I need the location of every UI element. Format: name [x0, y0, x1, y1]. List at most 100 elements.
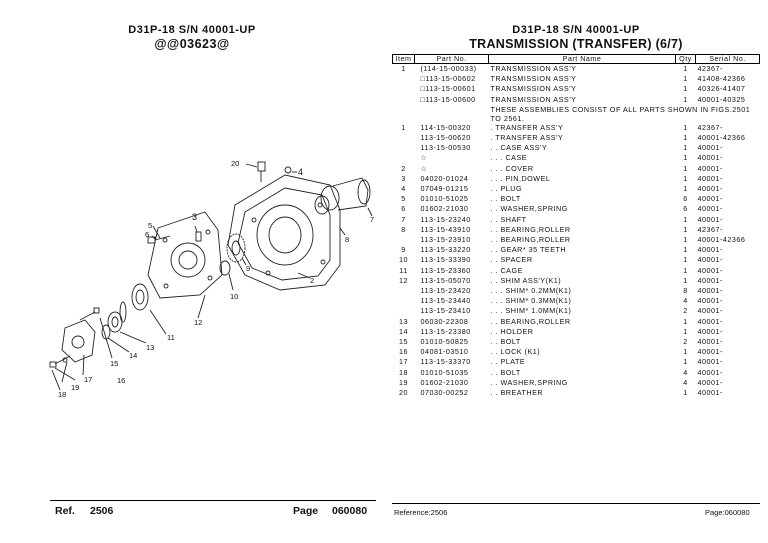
header-part-name: Part Name [488, 54, 676, 64]
row-qty: 1 [683, 224, 688, 234]
row-part-no: ☆ [420, 153, 428, 163]
row-item: 1 [401, 122, 406, 132]
row-item [393, 153, 415, 163]
row-qty: 4 [683, 296, 688, 306]
row-part-name: . TRANSFER ASS'Y [490, 122, 564, 132]
row-serial-no: 40001- [697, 357, 723, 367]
page-title: TRANSMISSION (TRANSFER) (6/7) [469, 37, 683, 51]
left-footer-page-label: Page [293, 505, 319, 517]
row-item: 10 [399, 255, 408, 265]
row-part-name: TRANSMISSION ASS'Y [490, 64, 577, 73]
row-part-no: 01010-51035 [420, 367, 469, 377]
row-serial-no: 40001- [697, 265, 723, 275]
callout-12: 12 [194, 318, 202, 327]
left-footer-page-value: 060080 [332, 505, 368, 517]
row-part-no: 113-15-23440 [420, 296, 471, 306]
callout-5: 5 [148, 221, 152, 230]
row-part-no: 113-15-23910 [420, 235, 471, 245]
row-item [393, 84, 415, 94]
row-serial-no: 40001- [697, 347, 723, 357]
row-part-no: 113-15-23410 [420, 306, 471, 316]
header-serial-no: Serial No. [695, 54, 760, 64]
callout-2: 2 [310, 276, 314, 285]
row-part-no: 01602-21030 [420, 204, 469, 214]
exploded-parts-diagram: 20 4 3 5 6 2 7 8 9 10 11 12 13 14 15 16 … [49, 159, 374, 399]
row-item: 19 [399, 377, 408, 387]
row-part-name: . . . SHIM* 0.3MM(K1) [490, 296, 572, 306]
row-qty: 1 [683, 84, 688, 94]
row-item: 17 [399, 357, 408, 367]
row-part-name: . . WASHER,SPRING [490, 204, 568, 214]
row-qty: 1 [683, 94, 688, 104]
row-serial-no: 40001-40325 [697, 94, 746, 104]
row-serial-no: 40001- [697, 163, 723, 173]
header-qty: Qty [675, 54, 696, 64]
row-serial-no: 40001- [697, 367, 723, 377]
row-serial-no: 40001-42366 [697, 133, 746, 143]
row-part-no: (114-15-00033) [420, 64, 477, 73]
row-part-name: . . CASE ASS'Y [490, 143, 548, 153]
row-part-name: . . PLUG [490, 184, 523, 194]
right-footer-ref: Reference:2506 [394, 508, 448, 517]
row-part-no: 04020-01024 [420, 173, 469, 183]
row-serial-no: 40001- [697, 275, 723, 285]
row-item [393, 286, 415, 296]
row-part-name: . . GEAR* 35 TEETH [490, 245, 567, 255]
row-part-no: 113-15-05070 [420, 275, 471, 285]
row-item [393, 105, 415, 123]
header-item: Item [392, 54, 415, 64]
row-part-no: □113-15-00600 [420, 94, 476, 104]
row-part-name: . . BEARING,ROLLER [490, 235, 571, 245]
row-part-name: TRANSMISSION ASS'Y [490, 84, 577, 94]
callout-8: 8 [345, 235, 349, 244]
row-part-no: 113-15-00620 [420, 133, 471, 143]
row-qty: 1 [683, 255, 688, 265]
row-serial-no: 40326-41407 [697, 84, 746, 94]
row-serial-no: 40001- [697, 306, 723, 316]
row-part-name: . . HOLDER [490, 326, 534, 336]
row-part-no: 113-15-23420 [420, 286, 471, 296]
table-row: 9 113-15-33220 . . GEAR* 35 TEETH 1 40001- [393, 245, 760, 255]
row-qty: 1 [683, 326, 688, 336]
header-part-no: Part No. [414, 54, 489, 64]
row-item: 9 [401, 245, 406, 255]
row-part-name: . . SHAFT [490, 214, 527, 224]
row-qty: 1 [683, 214, 688, 224]
row-qty: 1 [683, 275, 688, 285]
row-note: THESE ASSEMBLIES CONSIST OF ALL PARTS SH… [490, 104, 751, 123]
row-part-name: . . BOLT [490, 367, 521, 377]
row-serial-no: 41408-42366 [697, 74, 746, 84]
row-part-no: 113-15-33220 [420, 245, 471, 255]
right-footer-page: Page:060080 [705, 508, 750, 517]
row-qty: 1 [683, 235, 688, 245]
row-item: 20 [399, 388, 408, 398]
row-part-name: . . . PIN,DOWEL [490, 173, 551, 183]
row-qty: 1 [683, 388, 688, 398]
callout-18: 18 [58, 390, 66, 399]
row-part-name: . . BEARING,ROLLER [490, 224, 571, 234]
row-part-no: 113-15-23360 [420, 265, 471, 275]
row-part-name: . . SPACER [490, 255, 533, 265]
row-qty: 1 [683, 245, 688, 255]
row-part-no: 113-15-33370 [420, 357, 471, 367]
row-item: 14 [399, 326, 408, 336]
row-item: 13 [399, 316, 408, 326]
row-serial-no: 40001- [697, 245, 723, 255]
row-part-name: . . WASHER,SPRING [490, 377, 568, 387]
row-serial-no: 40001- [697, 204, 723, 214]
row-part-no: 04081-03510 [420, 347, 469, 357]
row-part-no: 01602-21030 [420, 377, 469, 387]
row-part-name: . . BOLT [490, 194, 521, 204]
row-item [393, 306, 415, 316]
